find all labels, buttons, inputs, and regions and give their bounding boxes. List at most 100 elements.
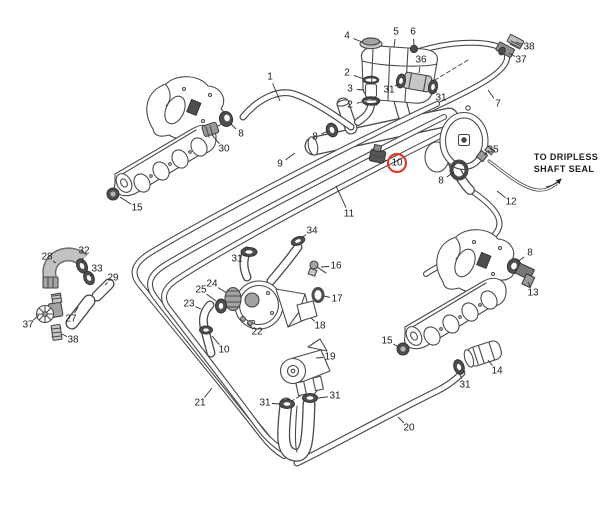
part-callout-31[interactable]: 31 (383, 83, 399, 96)
part-callout-2[interactable]: 2 (344, 68, 365, 80)
part-number-label: 37 (22, 320, 34, 331)
callout-leader-line (446, 171, 455, 178)
u-bend-hose (277, 397, 316, 462)
exhaust-manifold-right (396, 229, 536, 375)
part-callout-19[interactable]: 19 (315, 352, 336, 363)
part-callout-6[interactable]: 6 (410, 27, 416, 46)
part-callout-27[interactable]: 27 (65, 306, 79, 325)
part-callout-35[interactable]: 35 (483, 145, 499, 156)
riser-hose-34 (266, 242, 303, 286)
part-callout-10[interactable]: 10 (211, 335, 230, 356)
part-callout-5[interactable]: 5 (393, 27, 399, 48)
part-callout-20[interactable]: 20 (397, 416, 415, 434)
part-callout-28[interactable]: 28 (41, 252, 57, 264)
part-callout-11[interactable]: 11 (335, 185, 355, 220)
part-number-label: 14 (491, 366, 503, 377)
part-callout-24[interactable]: 24 (206, 279, 228, 294)
part-callout-33[interactable]: 33 (89, 264, 103, 277)
part-callout-10[interactable]: 10 (384, 152, 408, 174)
part-callout-15[interactable]: 15 (381, 336, 400, 348)
part-number-label: 31 (435, 93, 447, 104)
part-callout-31[interactable]: 31 (433, 89, 447, 104)
part-callout-15[interactable]: 15 (119, 196, 143, 214)
hose-clamp-8 (449, 159, 469, 181)
part-number-label: 8 (527, 248, 533, 259)
callout-leader-line (32, 314, 40, 321)
part-callout-8[interactable]: 8 (516, 248, 533, 263)
part-callout-36[interactable]: 36 (415, 55, 427, 74)
callout-leader-line (61, 333, 68, 337)
part-callout-8[interactable]: 8 (438, 171, 455, 187)
part-number-label: 7 (495, 99, 501, 110)
part-number-label: 31 (231, 254, 243, 265)
part-callout-12[interactable]: 12 (496, 190, 517, 208)
part-callout-23[interactable]: 23 (183, 299, 202, 310)
note-arrow (545, 178, 562, 188)
part-callout-31[interactable]: 31 (231, 254, 248, 265)
part-callout-16[interactable]: 16 (320, 261, 342, 272)
muffler-14 (463, 340, 502, 368)
part-callout-9[interactable]: 9 (277, 152, 296, 170)
part-number-label: 8 (438, 176, 444, 187)
callout-leader-line (527, 281, 531, 287)
part-callout-25[interactable]: 25 (195, 285, 217, 302)
part-callout-4[interactable]: 4 (344, 31, 363, 43)
seacock-and-hoses (35, 247, 115, 341)
hose-21 (161, 128, 453, 452)
exhaust-manifold-left (106, 76, 234, 201)
callout-leader-line (81, 257, 84, 264)
part-callout-38[interactable]: 38 (61, 333, 79, 346)
part-callout-30[interactable]: 30 (211, 134, 230, 155)
part-number-label: 24 (206, 279, 218, 290)
part-callout-13[interactable]: 13 (527, 281, 539, 299)
callout-leader-line (211, 335, 220, 345)
reservoir-fitting-stack (361, 75, 381, 106)
part-callout-2[interactable]: 2 (347, 100, 363, 111)
elbow-hose-28 (43, 248, 87, 280)
part-callout-32[interactable]: 32 (78, 246, 90, 264)
part-callout-29[interactable]: 29 (104, 273, 119, 286)
part-callout-31[interactable]: 31 (317, 391, 341, 402)
callout-leader-line (89, 273, 93, 277)
part-callout-8[interactable]: 8 (312, 130, 329, 143)
callout-leader-line (317, 396, 329, 399)
part-callout-31[interactable]: 31 (458, 372, 471, 391)
gasket-2-lower (361, 96, 381, 106)
part-number-label: 6 (410, 27, 416, 38)
part-number-label: 31 (329, 391, 341, 402)
part-callout-8[interactable]: 8 (229, 122, 244, 140)
part-callout-31[interactable]: 31 (259, 398, 281, 409)
grommet-6 (409, 44, 419, 54)
part-callout-22[interactable]: 22 (246, 322, 263, 338)
part-callout-21[interactable]: 21 (194, 387, 213, 409)
part-callout-37[interactable]: 37 (22, 314, 40, 331)
part-callout-3[interactable]: 3 (347, 84, 365, 95)
callout-leader-line (487, 89, 495, 99)
callout-leader-line (211, 134, 220, 144)
part-callout-37[interactable]: 37 (508, 52, 527, 66)
part-callout-38[interactable]: 38 (515, 42, 535, 53)
callout-leader-line (487, 359, 493, 366)
part-callout-14[interactable]: 14 (487, 359, 503, 377)
callout-leader-line (356, 89, 365, 91)
callout-leader-line (335, 185, 347, 208)
callout-leader-line (356, 101, 363, 104)
drain-plug-part-10[interactable] (368, 143, 387, 164)
part-callout-1[interactable]: 1 (267, 72, 281, 102)
part-callout-7[interactable]: 7 (487, 89, 501, 110)
part-callout-34[interactable]: 34 (300, 226, 318, 239)
part-number-label: 2 (347, 100, 353, 111)
callout-leader-line (394, 83, 399, 87)
part-callout-18[interactable]: 18 (310, 317, 326, 332)
callout-leader-line (315, 357, 324, 359)
part-number-label: 12 (505, 197, 517, 208)
part-number-label: 37 (515, 55, 527, 66)
screw-22 (240, 316, 246, 322)
part-number-label: 1 (267, 72, 273, 83)
part-callout-17[interactable]: 17 (323, 294, 343, 305)
part-number-label: 36 (415, 55, 427, 66)
part-number-label: 38 (67, 335, 79, 346)
part-number-label: 16 (330, 261, 342, 272)
